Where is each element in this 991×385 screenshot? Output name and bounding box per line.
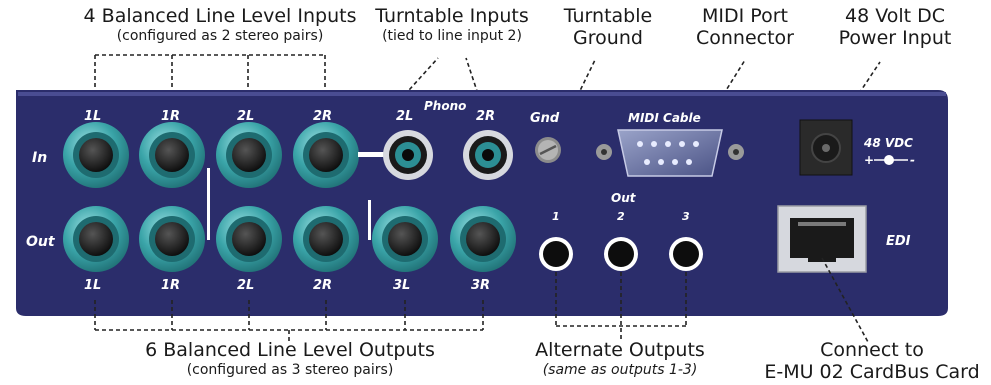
connect-card-line2: E-MU 02 CardBus Card [764, 360, 980, 383]
phono-tie-line [358, 152, 384, 157]
polarity-plus: + [864, 153, 874, 167]
jack-in-2L[interactable] [216, 122, 282, 188]
row-out-label: Out [26, 234, 56, 250]
callout-power-input: 48 Volt DC Power Input [820, 5, 970, 50]
power-jack[interactable] [799, 119, 853, 176]
midi-port-line1: MIDI Port [702, 5, 788, 27]
phono-jack-2L[interactable] [383, 130, 433, 180]
midi-cable-label: MIDI Cable [628, 111, 701, 125]
jack-out-1R[interactable] [139, 206, 205, 272]
turntable-inputs-sub: (tied to line input 2) [382, 27, 522, 44]
callout-turntable-ground: Turntable Ground [548, 5, 668, 50]
in-jack-label-1R: 1R [161, 109, 180, 124]
callout-balanced-outputs: 6 Balanced Line Level Outputs (configure… [100, 339, 480, 378]
out-jack-label-2L: 2L [237, 278, 254, 293]
in-jack-label-2R: 2R [313, 109, 332, 124]
callout-balanced-inputs: 4 Balanced Line Level Inputs (configured… [40, 5, 400, 44]
jack-in-2R[interactable] [293, 122, 359, 188]
out-jack-label-3R: 3R [471, 278, 490, 293]
power-vdc-label: 48 VDC [863, 136, 913, 150]
separator-out-3 [368, 200, 371, 240]
turntable-inputs-title: Turntable Inputs [375, 5, 529, 27]
input-jacks [63, 122, 359, 188]
alt-output-jacks [539, 237, 703, 271]
out-jack-label-1R: 1R [161, 278, 180, 293]
edi-label: EDI [886, 234, 911, 249]
phono-jack-label-2R: 2R [476, 109, 495, 124]
jack-out-3R[interactable] [450, 206, 516, 272]
jack-in-1L[interactable] [63, 122, 129, 188]
edi-port[interactable] [777, 205, 867, 273]
gnd-label: Gnd [530, 111, 560, 126]
callout-alternate-outputs: Alternate Outputs (same as outputs 1-3) [520, 339, 720, 378]
out-jack-label-3L: 3L [393, 278, 410, 293]
output-jacks [63, 206, 516, 272]
alternate-outputs-title: Alternate Outputs [535, 339, 705, 361]
alternate-outputs-sub: (same as outputs 1-3) [542, 361, 698, 378]
alt-out-jack-3[interactable] [669, 237, 703, 271]
phono-jack-label-2L: 2L [396, 109, 413, 124]
callout-turntable-inputs: Turntable Inputs (tied to line input 2) [352, 5, 552, 44]
midi-port-line2: Connector [696, 26, 794, 49]
in-jack-label-2L: 2L [237, 109, 254, 124]
balanced-outputs-title: 6 Balanced Line Level Outputs [145, 339, 435, 361]
out-jack-label-1L: 1L [84, 278, 101, 293]
leader-edi [821, 257, 869, 343]
balanced-inputs-sub: (configured as 2 stereo pairs) [116, 27, 324, 44]
connect-card-line1: Connect to [820, 339, 924, 361]
separator-out-pairs [207, 168, 210, 240]
phono-label: Phono [424, 99, 466, 113]
bracket-inputs [94, 54, 326, 95]
row-in-label: In [32, 150, 47, 166]
alt-out-label-3: 3 [682, 210, 690, 223]
panel-bevel [18, 92, 946, 96]
jack-out-2R[interactable] [293, 206, 359, 272]
alt-out-label-2: 2 [617, 210, 625, 223]
bracket-outputs [94, 300, 484, 342]
polarity-symbol: + - [864, 153, 915, 167]
jack-in-1R[interactable] [139, 122, 205, 188]
alt-out-jack-1[interactable] [539, 237, 573, 271]
out-jack-label-2R: 2R [313, 278, 332, 293]
jack-out-3L[interactable] [372, 206, 438, 272]
jack-out-1L[interactable] [63, 206, 129, 272]
power-input-line2: Power Input [838, 26, 952, 49]
turntable-ground-line1: Turntable [563, 5, 653, 27]
balanced-outputs-sub: (configured as 3 stereo pairs) [186, 361, 394, 378]
midi-connector[interactable] [596, 129, 744, 177]
phono-jack-2R[interactable] [463, 130, 513, 180]
callout-connect-card: Connect to E-MU 02 CardBus Card [756, 339, 988, 384]
alt-out-jack-2[interactable] [604, 237, 638, 271]
polarity-minus: - [910, 153, 915, 167]
ground-screw[interactable] [535, 137, 561, 163]
alt-out-label-1: 1 [552, 210, 560, 223]
jack-out-2L[interactable] [216, 206, 282, 272]
callout-midi-port: MIDI Port Connector [680, 5, 810, 50]
turntable-ground-line2: Ground [573, 26, 643, 49]
power-input-line1: 48 Volt DC [844, 5, 946, 27]
bracket-alt-outputs [555, 272, 687, 342]
in-jack-label-1L: 1L [84, 109, 101, 124]
alt-out-label: Out [611, 191, 637, 205]
balanced-inputs-title: 4 Balanced Line Level Inputs [83, 5, 357, 27]
